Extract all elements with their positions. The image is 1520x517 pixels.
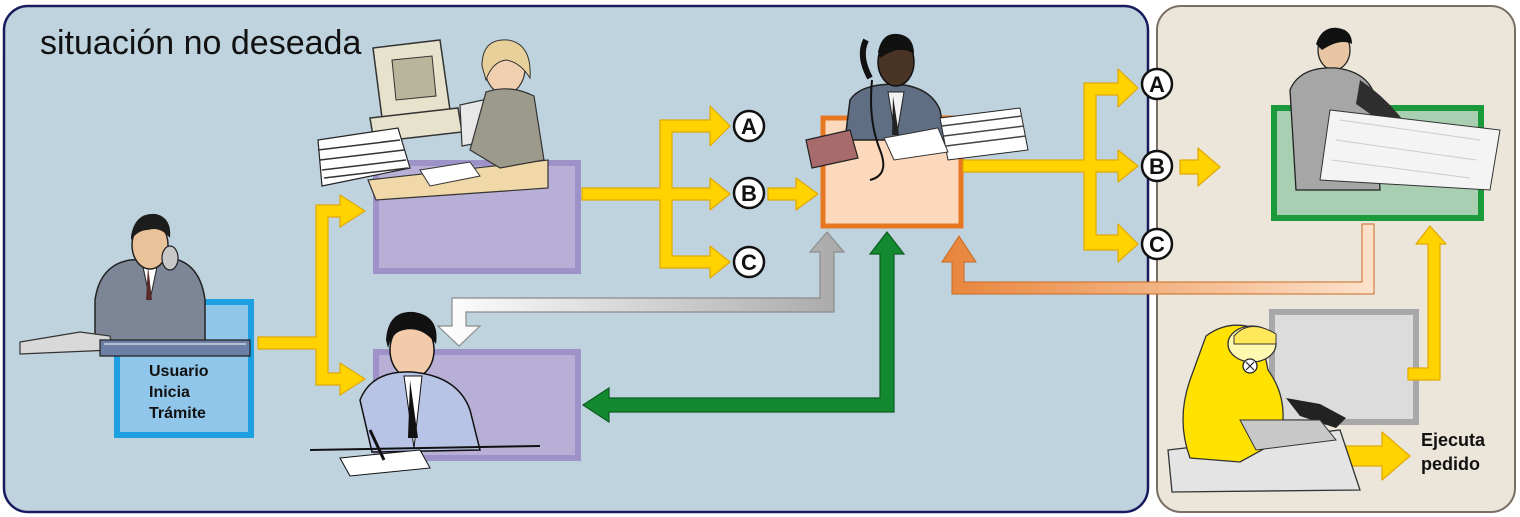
yellow-flow-arrows (257, 68, 1447, 481)
arrow-execution-to-planning (1407, 225, 1447, 381)
writer-figure (309, 311, 541, 477)
phone-operator-figure (805, 33, 1029, 181)
start-box-line-2: Inicia (149, 384, 190, 401)
branch-a-circle (1140, 67, 1174, 101)
start-box-line-1: Usuario (149, 363, 209, 380)
branch-a-label: A (1149, 72, 1165, 97)
orange-return-arrow (941, 223, 1375, 295)
arrow-b-to-dispatch (767, 177, 819, 211)
branch-a-label: A (741, 114, 757, 139)
branch-group-2: A B C (1140, 67, 1174, 261)
diagram-title: situación no deseada (40, 24, 361, 62)
branch-c-circle (1140, 227, 1174, 261)
branch-c-label: C (1149, 232, 1165, 257)
planner-figure (1289, 27, 1501, 191)
fork-arrow-start (257, 194, 366, 396)
end-label: Ejecuta pedido (1421, 430, 1486, 474)
branch-group-1: A B C (732, 109, 766, 279)
branch-b-label: B (741, 181, 757, 206)
start-box-text: Usuario Inicia Trámite (149, 363, 209, 422)
start-box-line-3: Trámite (149, 405, 206, 422)
branch-a-circle (732, 109, 766, 143)
fork-arrow-abc-2 (962, 68, 1139, 263)
caller-figure (19, 213, 251, 357)
branch-b-circle (1140, 149, 1174, 183)
branch-c-label: C (741, 250, 757, 275)
end-label-line-2: pedido (1421, 454, 1480, 474)
branch-b-label: B (1149, 154, 1165, 179)
branch-b-circle (732, 176, 766, 210)
green-feedback-arrow (581, 231, 906, 424)
gray-return-arrow (436, 231, 846, 347)
arrow-b-to-planning (1179, 147, 1221, 187)
typist-figure (317, 39, 549, 201)
fork-arrow-abc-1 (581, 105, 731, 279)
worker-figure (1167, 324, 1361, 493)
branch-c-circle (732, 245, 766, 279)
end-label-line-1: Ejecuta (1421, 430, 1486, 450)
